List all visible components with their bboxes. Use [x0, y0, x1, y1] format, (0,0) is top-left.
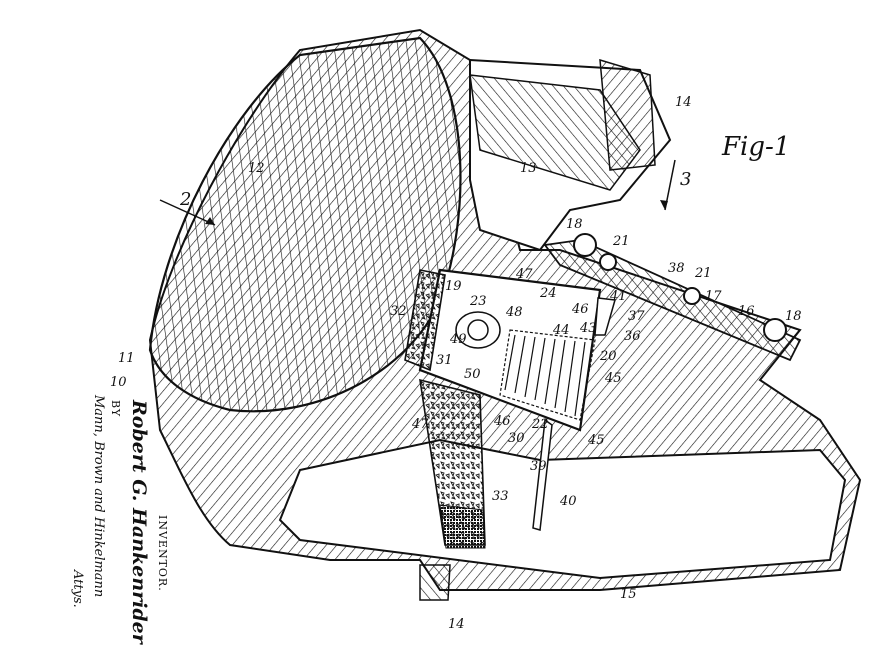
bolt-18b [764, 319, 786, 341]
reference-numeral: 23 [469, 294, 487, 309]
reference-numeral: 11 [118, 351, 135, 366]
reference-numeral: 45 [604, 371, 622, 386]
plug-14b [420, 565, 450, 600]
reference-numeral: 48 [505, 305, 523, 320]
reference-numeral: 24 [539, 286, 557, 301]
reference-numeral: 14 [675, 95, 692, 110]
reference-numeral: 19 [445, 279, 462, 294]
reference-numeral: 46 [571, 302, 589, 317]
reference-numeral: 33 [492, 489, 509, 504]
reference-numeral: 17 [705, 289, 722, 304]
reference-numeral: 47 [411, 417, 429, 432]
reference-numeral: 37 [628, 309, 645, 324]
reference-numeral: 16 [738, 304, 755, 319]
view-arrow-3: 3 [660, 160, 691, 210]
inventor-signature: Robert G. Hankenrider [129, 400, 148, 644]
by-label: BY [110, 400, 121, 417]
reference-numeral: 14 [448, 617, 465, 632]
reference-numeral: 46 [493, 414, 511, 429]
reference-numeral: 38 [668, 261, 685, 276]
reference-numeral: 22 [531, 417, 549, 432]
reference-numeral: 21 [694, 266, 712, 281]
inventor-label: INVENTOR. [157, 515, 168, 592]
reference-numeral: 30 [508, 431, 525, 446]
media-33-dense [440, 505, 485, 548]
reference-numeral: 47 [515, 267, 533, 282]
view-arrow-label: 3 [680, 169, 691, 190]
reference-numeral: 45 [587, 433, 605, 448]
reference-numeral: 32 [390, 304, 407, 319]
reference-numeral: 15 [620, 587, 637, 602]
attys-label: Attys. [71, 570, 84, 608]
reference-numeral: 36 [624, 329, 641, 344]
reference-numeral: 40 [559, 494, 577, 509]
reference-numeral: 50 [464, 367, 481, 382]
reference-numeral: 49 [449, 332, 467, 347]
reference-numeral: 20 [599, 349, 617, 364]
reference-numeral: 44 [552, 323, 570, 338]
view-arrow-label: 2 [179, 189, 191, 210]
figure-title: Fig-1 [721, 132, 790, 162]
attorneys-signature: Mann, Brown and Hinkelmann [92, 395, 105, 597]
rivet-21 [600, 254, 616, 270]
reference-numeral: 10 [110, 375, 127, 390]
reference-numeral: 18 [785, 309, 802, 324]
reference-numeral: 31 [436, 353, 453, 368]
reference-numeral: 13 [520, 161, 537, 176]
rivet-21b [684, 288, 700, 304]
reference-numeral: 39 [530, 459, 547, 474]
reference-numeral: 41 [609, 289, 627, 304]
bolt-18 [574, 234, 596, 256]
reference-numeral: 12 [248, 161, 265, 176]
reference-numeral: 43 [579, 321, 597, 336]
reference-numeral: 21 [612, 234, 630, 249]
reference-numeral: 18 [566, 217, 583, 232]
